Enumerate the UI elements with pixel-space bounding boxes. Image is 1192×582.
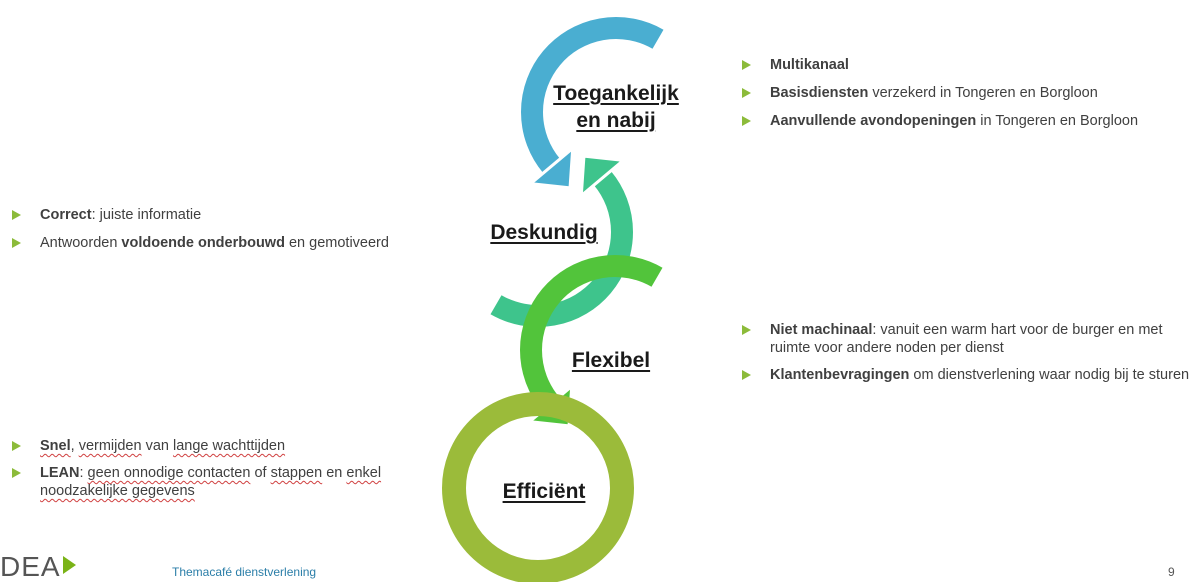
bullet-text: verzekerd in Tongeren en Borgloon: [868, 85, 1098, 101]
bullet-item: LEAN: geen onnodige contacten of stappen…: [6, 464, 446, 500]
bullet-arrow-icon: [742, 60, 751, 70]
footer-title: Themacafé dienstverlening: [172, 565, 317, 579]
bullet-text: lange wachttijden: [172, 438, 286, 454]
bullet-bold: Snel: [40, 438, 71, 454]
dea-logo: DEA: [0, 553, 76, 581]
bullet-text: enkel noodzakelijke gegevens: [40, 465, 382, 499]
bullet-text: of: [250, 465, 271, 481]
bullet-arrow-icon: [12, 238, 21, 248]
stage-label-line: Efficiënt: [502, 480, 586, 503]
bullet-item: Niet machinaal: vanuit een warm hart voo…: [736, 321, 1192, 357]
bullet-bold: LEAN: [40, 465, 80, 481]
stage-label-line: Toegankelijk: [553, 82, 679, 105]
stage-label-efficient: Efficiënt: [474, 478, 614, 505]
stage-label-line: en nabij: [576, 109, 656, 132]
bullet-bold: Niet machinaal: [770, 322, 873, 338]
bullet-bold: Correct: [40, 207, 92, 223]
arrow-arc-efficient: [442, 392, 634, 582]
accessible-bullets: Multikanaal Basisdiensten verzekerd in T…: [736, 56, 1192, 140]
bullet-text: Antwoorden: [40, 235, 122, 251]
bullet-bold: Klantenbevragingen: [770, 367, 910, 383]
bullet-text: :: [79, 465, 88, 481]
bullet-item: Correct: juiste informatie: [6, 206, 446, 224]
bullet-text: vermijden: [78, 438, 142, 454]
bullet-bold: Aanvullende avondopeningen: [770, 113, 977, 129]
arrow-arc-flexible: [520, 255, 663, 412]
bullet-item: Aanvullende avondopeningen in Tongeren e…: [736, 112, 1192, 130]
bullet-text: en gemotiveerd: [284, 235, 389, 251]
bullet-text: : juiste informatie: [91, 207, 202, 223]
play-icon: [62, 556, 76, 574]
bullet-arrow-icon: [742, 88, 751, 98]
bullet-bold: Basisdiensten: [770, 85, 869, 101]
bullet-item: Snel, vermijden van lange wachttijden: [6, 437, 446, 455]
bullet-arrow-icon: [12, 210, 21, 220]
bullet-arrow-icon: [12, 468, 21, 478]
bullet-text: geen onnodige contacten: [87, 465, 251, 481]
arrow-arc-accessible: [521, 17, 664, 174]
circular-arrows-diagram: [442, 17, 664, 582]
logo-text: DEA: [0, 551, 61, 582]
efficient-bullets: Snel, vermijden van lange wachttijden LE…: [6, 437, 446, 509]
stage-label-line: Flexibel: [571, 349, 651, 372]
bullet-text: ,: [70, 438, 79, 454]
stage-label-flexible: Flexibel: [546, 347, 676, 374]
expert-bullets: Correct: juiste informatie Antwoorden vo…: [6, 206, 446, 262]
bullet-text: : vanuit een warm hart voor de burger en…: [770, 322, 1163, 356]
stage-label-expert: Deskundig: [474, 219, 614, 246]
arrow-arc-expert-head-icon: [579, 154, 625, 198]
page-number: 9: [1168, 565, 1175, 579]
bullet-arrow-icon: [742, 370, 751, 380]
bullet-item: Antwoorden voldoende onderbouwd en gemot…: [6, 234, 446, 252]
stage-label-line: Deskundig: [490, 221, 598, 244]
bullet-item: Basisdiensten verzekerd in Tongeren en B…: [736, 84, 1192, 102]
bullet-arrow-icon: [742, 116, 751, 126]
bullet-arrow-icon: [12, 441, 21, 451]
bullet-text: stappen: [270, 465, 323, 481]
bullet-item: Klantenbevragingen om dienstverlening wa…: [736, 366, 1192, 384]
bullet-item: Multikanaal: [736, 56, 1192, 74]
bullet-arrow-icon: [742, 325, 751, 335]
arrow-arc-accessible-head-icon: [529, 146, 575, 190]
bullet-text: om dienstverlening waar nodig bij te stu…: [909, 367, 1190, 383]
bullet-bold: Multikanaal: [770, 57, 849, 73]
flexible-bullets: Niet machinaal: vanuit een warm hart voo…: [736, 321, 1192, 393]
bullet-bold: voldoende onderbouwd: [121, 235, 285, 251]
bullet-text: en: [322, 465, 347, 481]
bullet-text: in Tongeren en Borgloon: [976, 113, 1139, 129]
stage-label-accessible: Toegankelijk en nabij: [548, 80, 684, 134]
bullet-text: van: [141, 438, 173, 454]
